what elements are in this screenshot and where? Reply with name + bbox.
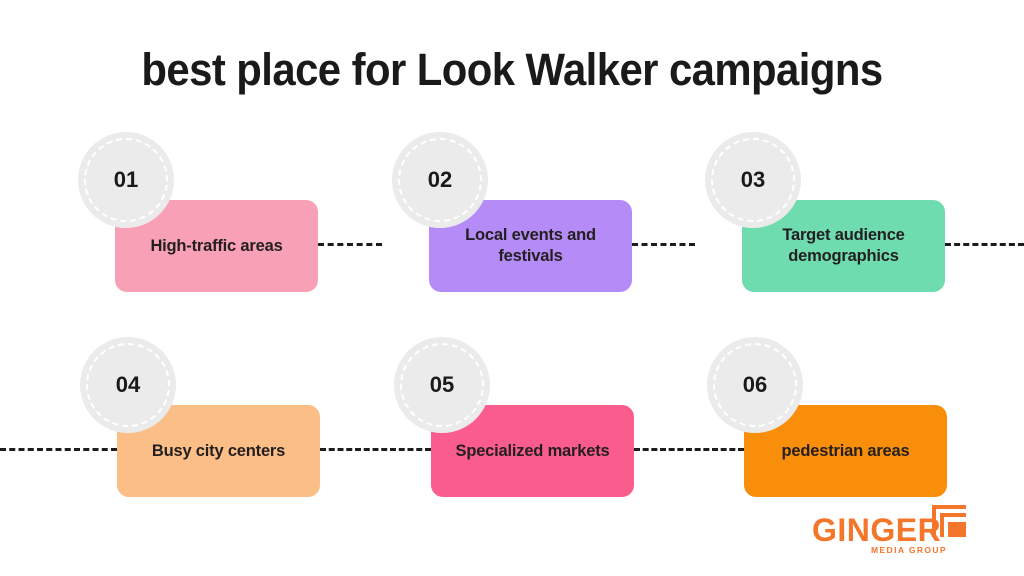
step-label-line: High-traffic areas <box>150 236 283 255</box>
step-card-label-03: Target audience demographics <box>782 225 905 267</box>
step-card-label-06: pedestrian areas <box>782 441 910 462</box>
connector-line-2-3 <box>632 243 695 246</box>
step-label-line: festivals <box>498 247 563 265</box>
step-item-05[interactable]: Specialized markets 05 <box>384 333 634 513</box>
step-label-line: demographics <box>788 247 899 265</box>
steps-row-bottom: Busy city centers 04 Specialized markets… <box>0 333 1024 513</box>
nested-squares-icon <box>930 505 968 537</box>
step-card-04[interactable]: Busy city centers <box>117 405 320 497</box>
connector-line-1-2 <box>318 243 382 246</box>
step-number-badge-03[interactable]: 03 <box>705 132 801 228</box>
step-number-badge-01[interactable]: 01 <box>78 132 174 228</box>
step-card-label-05: Specialized markets <box>456 441 610 462</box>
connector-line-3-edge <box>945 243 1024 246</box>
connector-line-5-6 <box>634 448 744 451</box>
step-number-badge-05[interactable]: 05 <box>394 337 490 433</box>
logo-wordmark: GINGER <box>812 512 942 548</box>
step-item-03[interactable]: Target audience demographics 03 <box>695 128 945 308</box>
step-card-label-02: Local events and festivals <box>465 225 596 267</box>
step-label-line: Local events and <box>465 226 596 244</box>
step-number-02: 02 <box>427 167 453 192</box>
step-number-badge-06[interactable]: 06 <box>707 337 803 433</box>
step-number-badge-04[interactable]: 04 <box>80 337 176 433</box>
step-card-label-04: Busy city centers <box>152 441 285 462</box>
step-item-01[interactable]: High-traffic areas 01 <box>68 128 318 308</box>
logo-tagline: MEDIA GROUP <box>871 545 948 555</box>
step-number-badge-02[interactable]: 02 <box>392 132 488 228</box>
step-number-04: 04 <box>115 372 141 397</box>
step-number-03: 03 <box>740 167 766 192</box>
step-number-05: 05 <box>429 372 455 397</box>
step-label-line: Busy city centers <box>151 441 286 460</box>
brand-logo[interactable]: GINGER MEDIA GROUP <box>812 505 972 563</box>
connector-line-4-5 <box>320 448 431 451</box>
step-item-04[interactable]: Busy city centers 04 <box>70 333 320 513</box>
step-label-line: pedestrian areas <box>781 441 910 460</box>
step-number-01: 01 <box>113 167 139 192</box>
page-title: best place for Look Walker campaigns <box>141 44 883 95</box>
step-item-06[interactable]: pedestrian areas 06 <box>697 333 947 513</box>
steps-row-top: High-traffic areas 01 Local events and f… <box>0 128 1024 308</box>
step-item-02[interactable]: Local events and festivals 02 <box>382 128 632 308</box>
step-label-line: Specialized markets <box>455 441 610 460</box>
step-number-06: 06 <box>742 372 768 397</box>
step-label-line: Target audience <box>782 226 905 244</box>
connector-line-edge-4 <box>0 448 117 451</box>
step-card-label-01: High-traffic areas <box>150 236 282 257</box>
